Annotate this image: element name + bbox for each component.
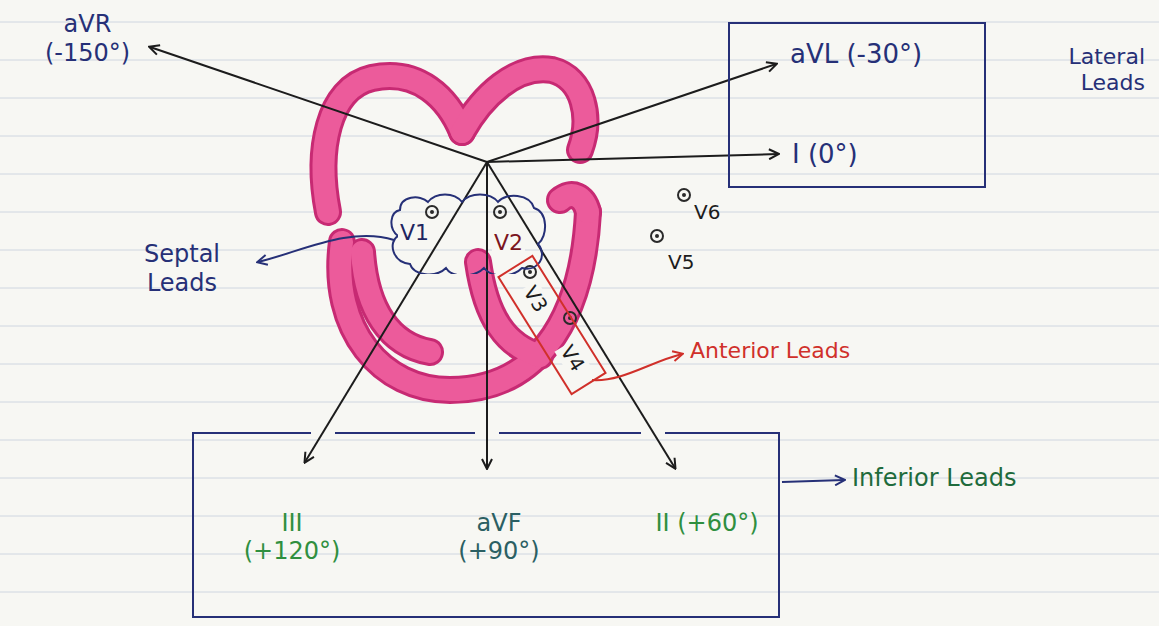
heart-outline [324, 69, 588, 390]
border-segment [335, 432, 475, 434]
lead-axes [150, 47, 778, 468]
leader-arrow [258, 236, 394, 262]
electrode-dot [655, 234, 659, 238]
lead-label: aVL (-30°) [790, 40, 922, 70]
electrode-symbol [494, 206, 506, 218]
lead-label: V2 [492, 230, 525, 255]
atrium-wall [462, 69, 585, 150]
anterior-leads-box: V3V4 [497, 255, 607, 396]
lead-label: V3 [517, 280, 553, 318]
border-segment [499, 432, 641, 434]
ventricle-wall [340, 212, 588, 390]
lead-label: V4 [555, 340, 591, 378]
ventricle-wall [560, 195, 588, 212]
lead-label: V1 [398, 220, 431, 245]
group-label: Anterior Leads [690, 338, 850, 364]
lead-axis [487, 154, 778, 162]
group-label: Lateral Leads [1010, 44, 1145, 97]
ventricle-wall [340, 212, 588, 390]
ruled-line [0, 402, 1159, 403]
electrodes [426, 189, 690, 324]
septal-leads-cloud: V1 V2 [388, 190, 548, 274]
electrode-dot [682, 193, 686, 197]
atrium-wall [462, 69, 585, 150]
group-label: Septal Leads [112, 240, 252, 298]
lead-axis [487, 162, 675, 468]
electrode-dot [498, 210, 502, 214]
lead-name: aVR (-150°) [40, 10, 135, 68]
inferior-leads-box: III (+120°) aVF (+90°) II (+60°) [192, 432, 780, 618]
atrium-wall [324, 76, 462, 212]
electrode-symbol [426, 206, 438, 218]
electrode-dots [430, 193, 686, 320]
ruled-line [0, 592, 1159, 593]
atrium-wall [324, 76, 462, 212]
electrode-symbol [678, 189, 690, 201]
ruled-line [0, 516, 1159, 517]
electrode-label: V5 [668, 250, 694, 274]
ruled-lines [0, 22, 1159, 592]
ventricle-wall [362, 252, 430, 352]
border-segment [192, 432, 311, 434]
lead-axis [487, 64, 776, 162]
lead-axis [486, 162, 488, 468]
lead-label: II (+60°) [647, 510, 767, 538]
leader-arrow [782, 480, 844, 482]
lead-axis [305, 162, 487, 462]
lead-label: I (0°) [792, 140, 858, 170]
electrode-symbol [651, 230, 663, 242]
electrode-dot [528, 270, 532, 274]
group-label: Inferior Leads [852, 464, 1016, 493]
lead-axis [150, 47, 487, 162]
lead-label: aVF (+90°) [439, 510, 559, 565]
electrode-label: V6 [694, 200, 720, 224]
ruled-line [0, 440, 1159, 441]
lead-label: III (+120°) [232, 510, 352, 565]
heart-fill [324, 69, 588, 390]
ventricle-wall [560, 195, 588, 212]
electrode-dot [568, 316, 572, 320]
heart [324, 69, 588, 390]
ventricle-wall [362, 252, 430, 352]
electrode-symbol [564, 312, 576, 324]
leader-arrow [592, 354, 682, 380]
ruled-line [0, 326, 1159, 327]
lateral-leads-box: aVL (-30°) I (0°) [728, 22, 986, 188]
cloud-outline-path [391, 195, 545, 275]
ruled-line [0, 554, 1159, 555]
border-segment [665, 432, 780, 434]
electrode-dot [430, 210, 434, 214]
box-top-border [192, 432, 780, 436]
